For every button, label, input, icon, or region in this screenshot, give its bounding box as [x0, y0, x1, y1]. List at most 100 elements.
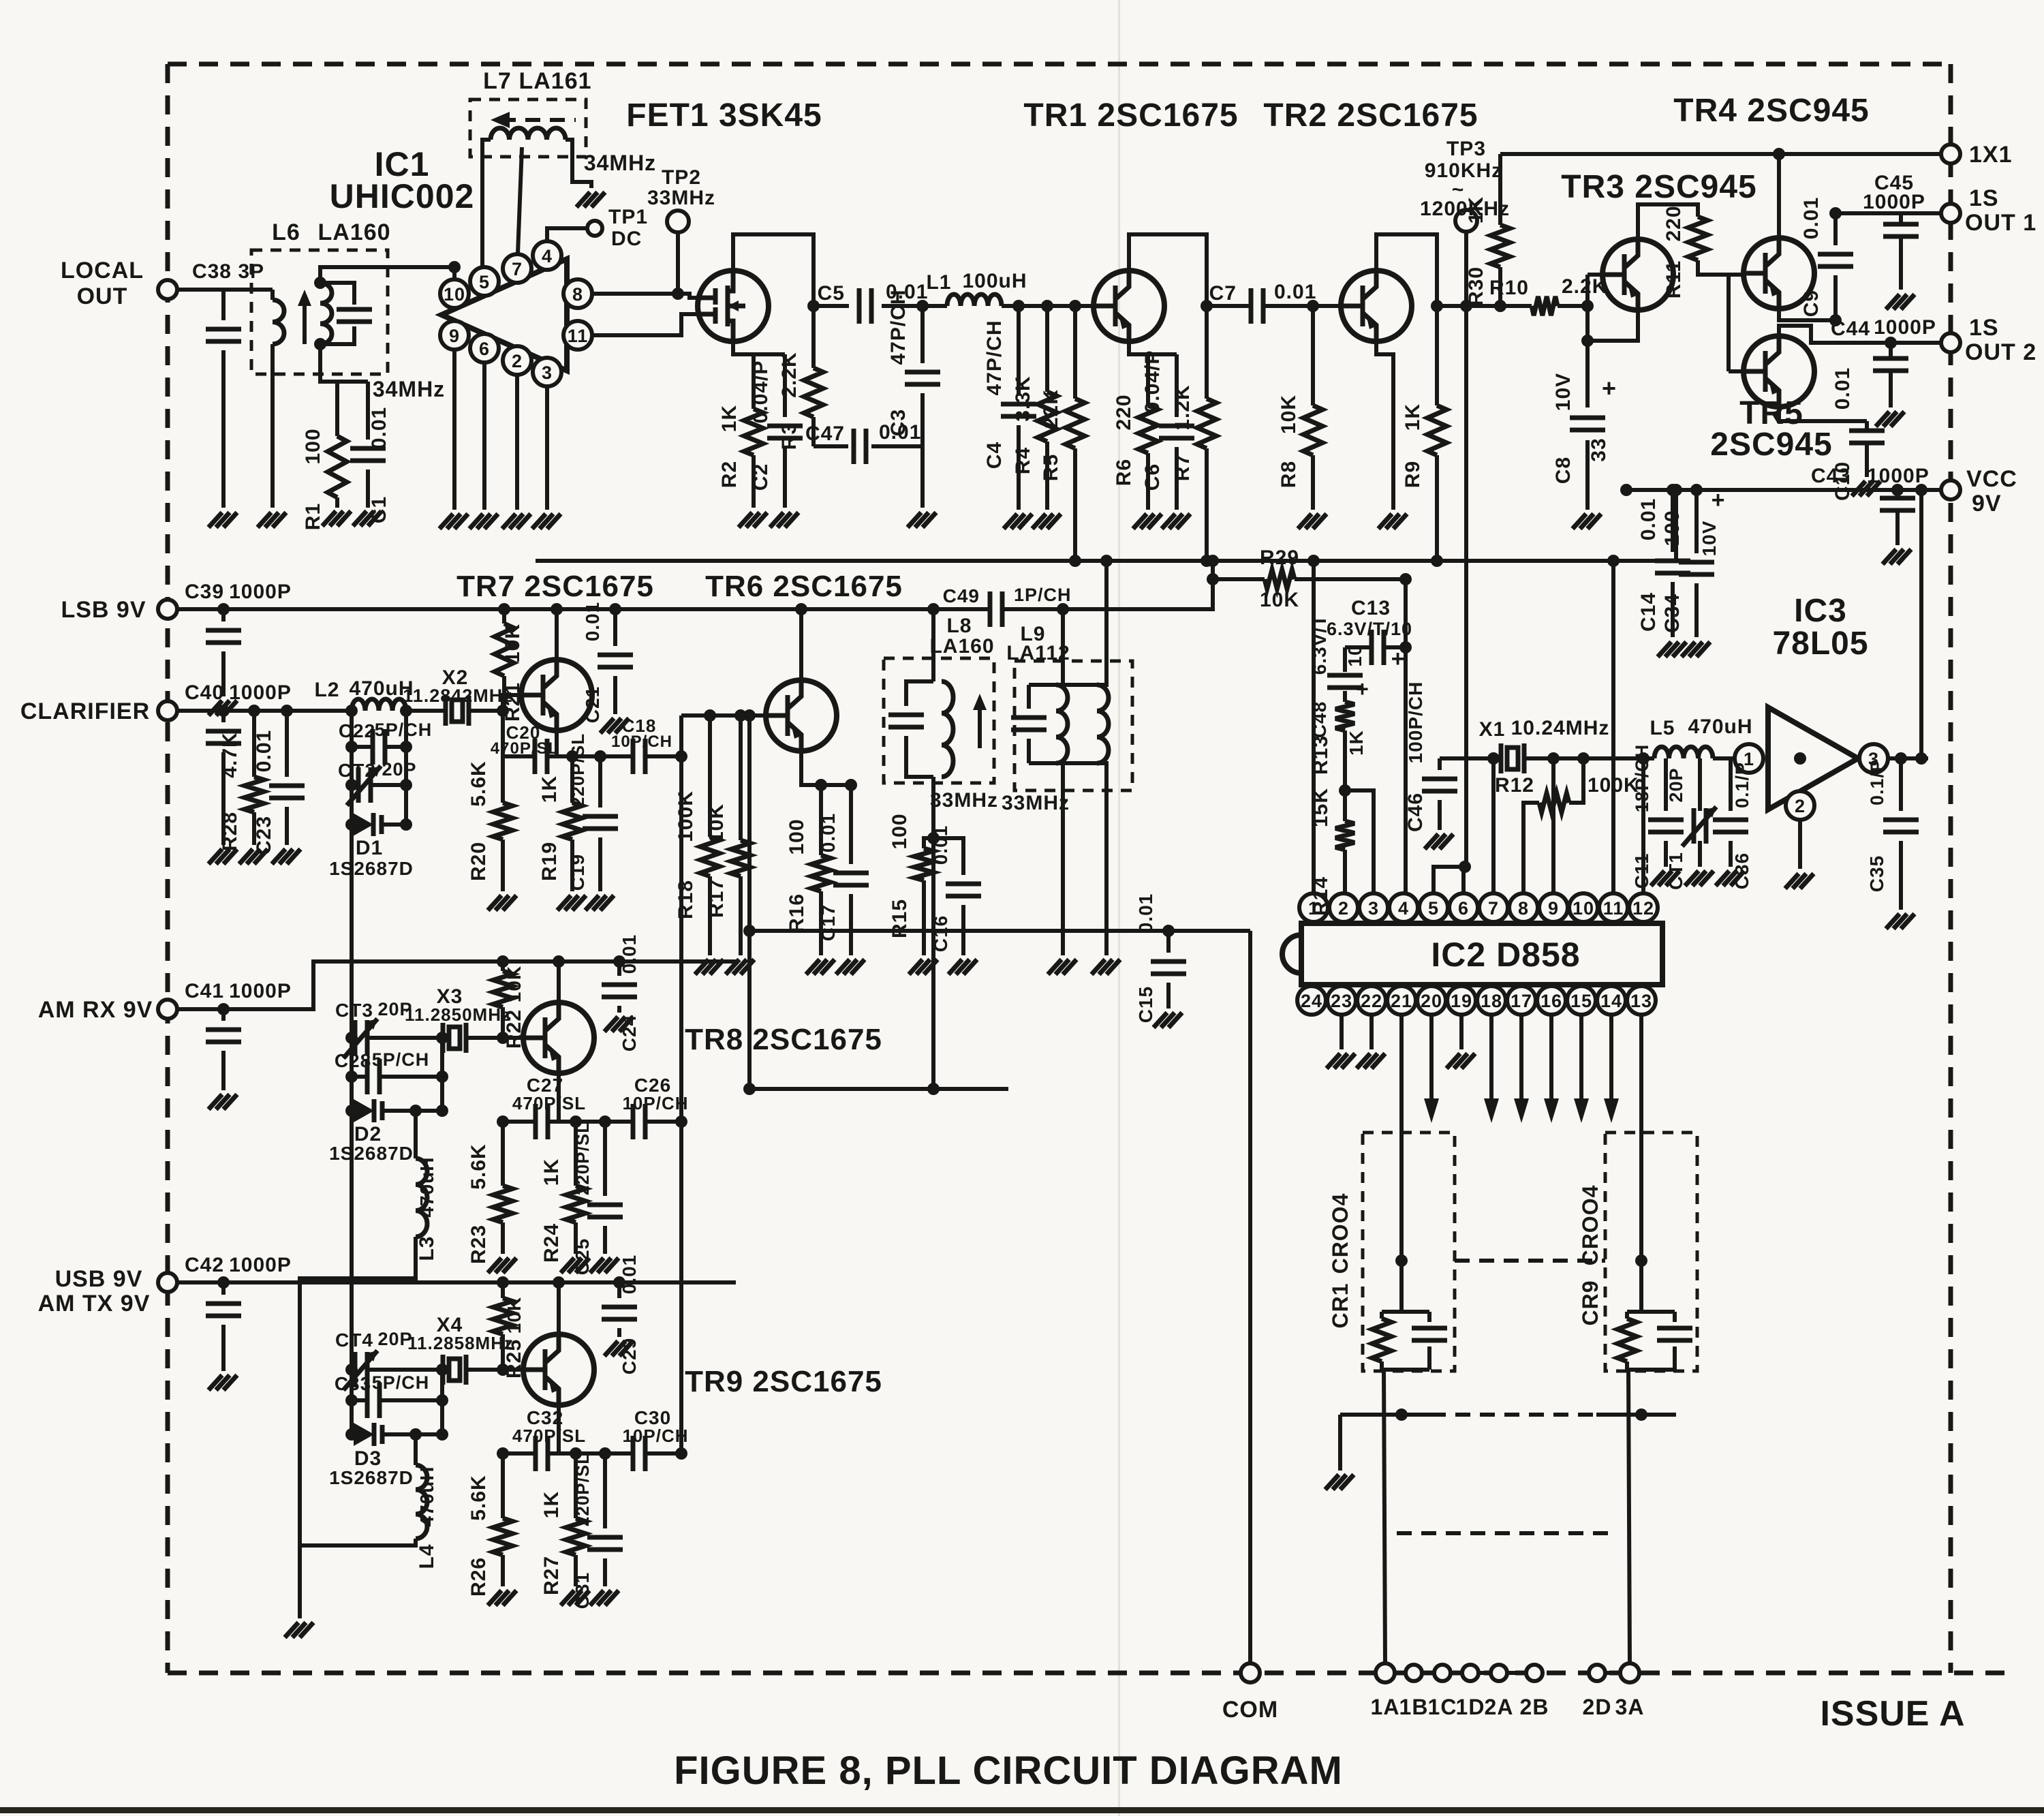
- label: D3: [354, 1447, 382, 1470]
- label: TR2 2SC1675: [1263, 97, 1478, 134]
- label: CT3: [335, 1000, 373, 1021]
- label: 470P/SL: [512, 1093, 586, 1113]
- ic-pin: [1627, 891, 1660, 924]
- label: C15: [1135, 986, 1156, 1023]
- label: 9V: [1972, 491, 2002, 517]
- ic-pin-number: 1: [1308, 898, 1319, 919]
- label: 11.2842MHz: [403, 686, 513, 706]
- label: 1K: [718, 405, 741, 432]
- ic-pin: [1784, 789, 1816, 822]
- label: ISSUE A: [1820, 1694, 1965, 1734]
- label: 1K: [540, 1158, 563, 1186]
- ic-pin-number: 18: [1481, 991, 1502, 1011]
- label: R26: [467, 1557, 490, 1597]
- label: C40: [185, 681, 224, 704]
- label: 100: [1661, 510, 1684, 546]
- label: R17: [705, 878, 728, 918]
- ic-pin-number: 2: [1795, 796, 1806, 816]
- label: L4: [416, 1543, 438, 1569]
- ic-pin-number: 8: [572, 284, 583, 305]
- dashed-component-boxes: [249, 97, 1699, 1373]
- label: R8: [1278, 461, 1300, 488]
- label: 4.7K: [219, 732, 241, 778]
- wires: [168, 138, 1941, 1675]
- ic-pin-number: 11: [568, 326, 589, 346]
- label: TR9 2SC1675: [685, 1365, 882, 1398]
- label: R1: [302, 503, 324, 530]
- label: C2: [749, 463, 772, 491]
- transistor: [1741, 235, 1817, 311]
- label: C48: [1309, 701, 1330, 738]
- ic-pin-number: 8: [1518, 898, 1529, 919]
- label: 0.01: [619, 934, 640, 974]
- label: C23: [253, 816, 275, 855]
- label: 470uH: [349, 677, 414, 700]
- ic-pin-number: 11: [1603, 898, 1624, 919]
- label: 0.1/P: [1732, 762, 1752, 808]
- terminal: [156, 278, 179, 301]
- ic-pin-number: 9: [1548, 898, 1559, 919]
- label: D1: [356, 837, 383, 859]
- label: 34MHz: [373, 377, 445, 401]
- terminal: [156, 598, 179, 621]
- label: C11: [1631, 853, 1652, 889]
- ic-pin-number: 22: [1361, 991, 1382, 1011]
- label: 1K: [1465, 196, 1487, 224]
- label: TP1: [608, 206, 648, 228]
- label: 470P/SL: [512, 1426, 586, 1446]
- label: L3: [416, 1235, 438, 1261]
- label: 20P: [377, 1329, 412, 1349]
- transistor: [1338, 268, 1414, 344]
- label: 2A: [1485, 1695, 1514, 1719]
- label: 100: [302, 428, 324, 464]
- label: R15: [888, 899, 911, 938]
- ic-pin: [531, 239, 563, 272]
- label: C8: [1552, 457, 1575, 484]
- label: 1S: [1969, 315, 1999, 341]
- ic-pin: [1625, 984, 1658, 1017]
- label: 220P/SL: [572, 1453, 593, 1526]
- ic-pin-number: 4: [1398, 898, 1409, 919]
- label: 0.01: [1135, 893, 1156, 934]
- label: C17: [818, 904, 839, 941]
- label: 0.01: [818, 813, 839, 853]
- label: 3.3K: [1012, 375, 1034, 421]
- ic-pin-number: 12: [1632, 898, 1654, 919]
- dashed-links: [501, 118, 1615, 1535]
- label: C24: [619, 1015, 640, 1051]
- label: 0.01: [253, 730, 275, 772]
- transistor: [521, 1000, 597, 1076]
- label: 20P: [1666, 767, 1686, 802]
- ic-pin-number: 24: [1301, 991, 1322, 1011]
- label: TR8 2SC1675: [685, 1023, 882, 1056]
- label: R21: [501, 682, 524, 722]
- label: 1K: [540, 1491, 563, 1518]
- label: C47: [805, 422, 845, 445]
- terminal: [665, 209, 691, 234]
- label: R10: [1489, 277, 1529, 299]
- label: C42: [185, 1254, 224, 1276]
- label: 470uH: [1688, 715, 1752, 738]
- label: 5P/CH: [372, 1049, 430, 1070]
- ic-pin-number: 10: [1573, 898, 1594, 919]
- label: R5: [1040, 454, 1062, 481]
- label: 10K: [1260, 589, 1299, 611]
- label: COM: [1222, 1697, 1278, 1723]
- ic-pin: [561, 319, 594, 352]
- label: 10.24MHz: [1511, 717, 1610, 739]
- label: 1000P: [1863, 191, 1925, 213]
- label: 1K: [538, 775, 561, 803]
- label: 1000P: [229, 1254, 292, 1276]
- label: C45: [1874, 172, 1914, 194]
- label: R6: [1113, 459, 1135, 486]
- transistor: [1741, 333, 1817, 410]
- label: C20: [506, 722, 541, 743]
- label: C32: [527, 1407, 563, 1428]
- terminal: [1939, 478, 1962, 502]
- ic-pin-number: 20: [1421, 991, 1442, 1011]
- label: CROO4: [1328, 1193, 1352, 1274]
- label: 18P/CH: [1632, 744, 1652, 813]
- label: 1200KHz: [1420, 198, 1510, 220]
- label: 1000P: [229, 581, 292, 603]
- label: R18: [675, 880, 697, 919]
